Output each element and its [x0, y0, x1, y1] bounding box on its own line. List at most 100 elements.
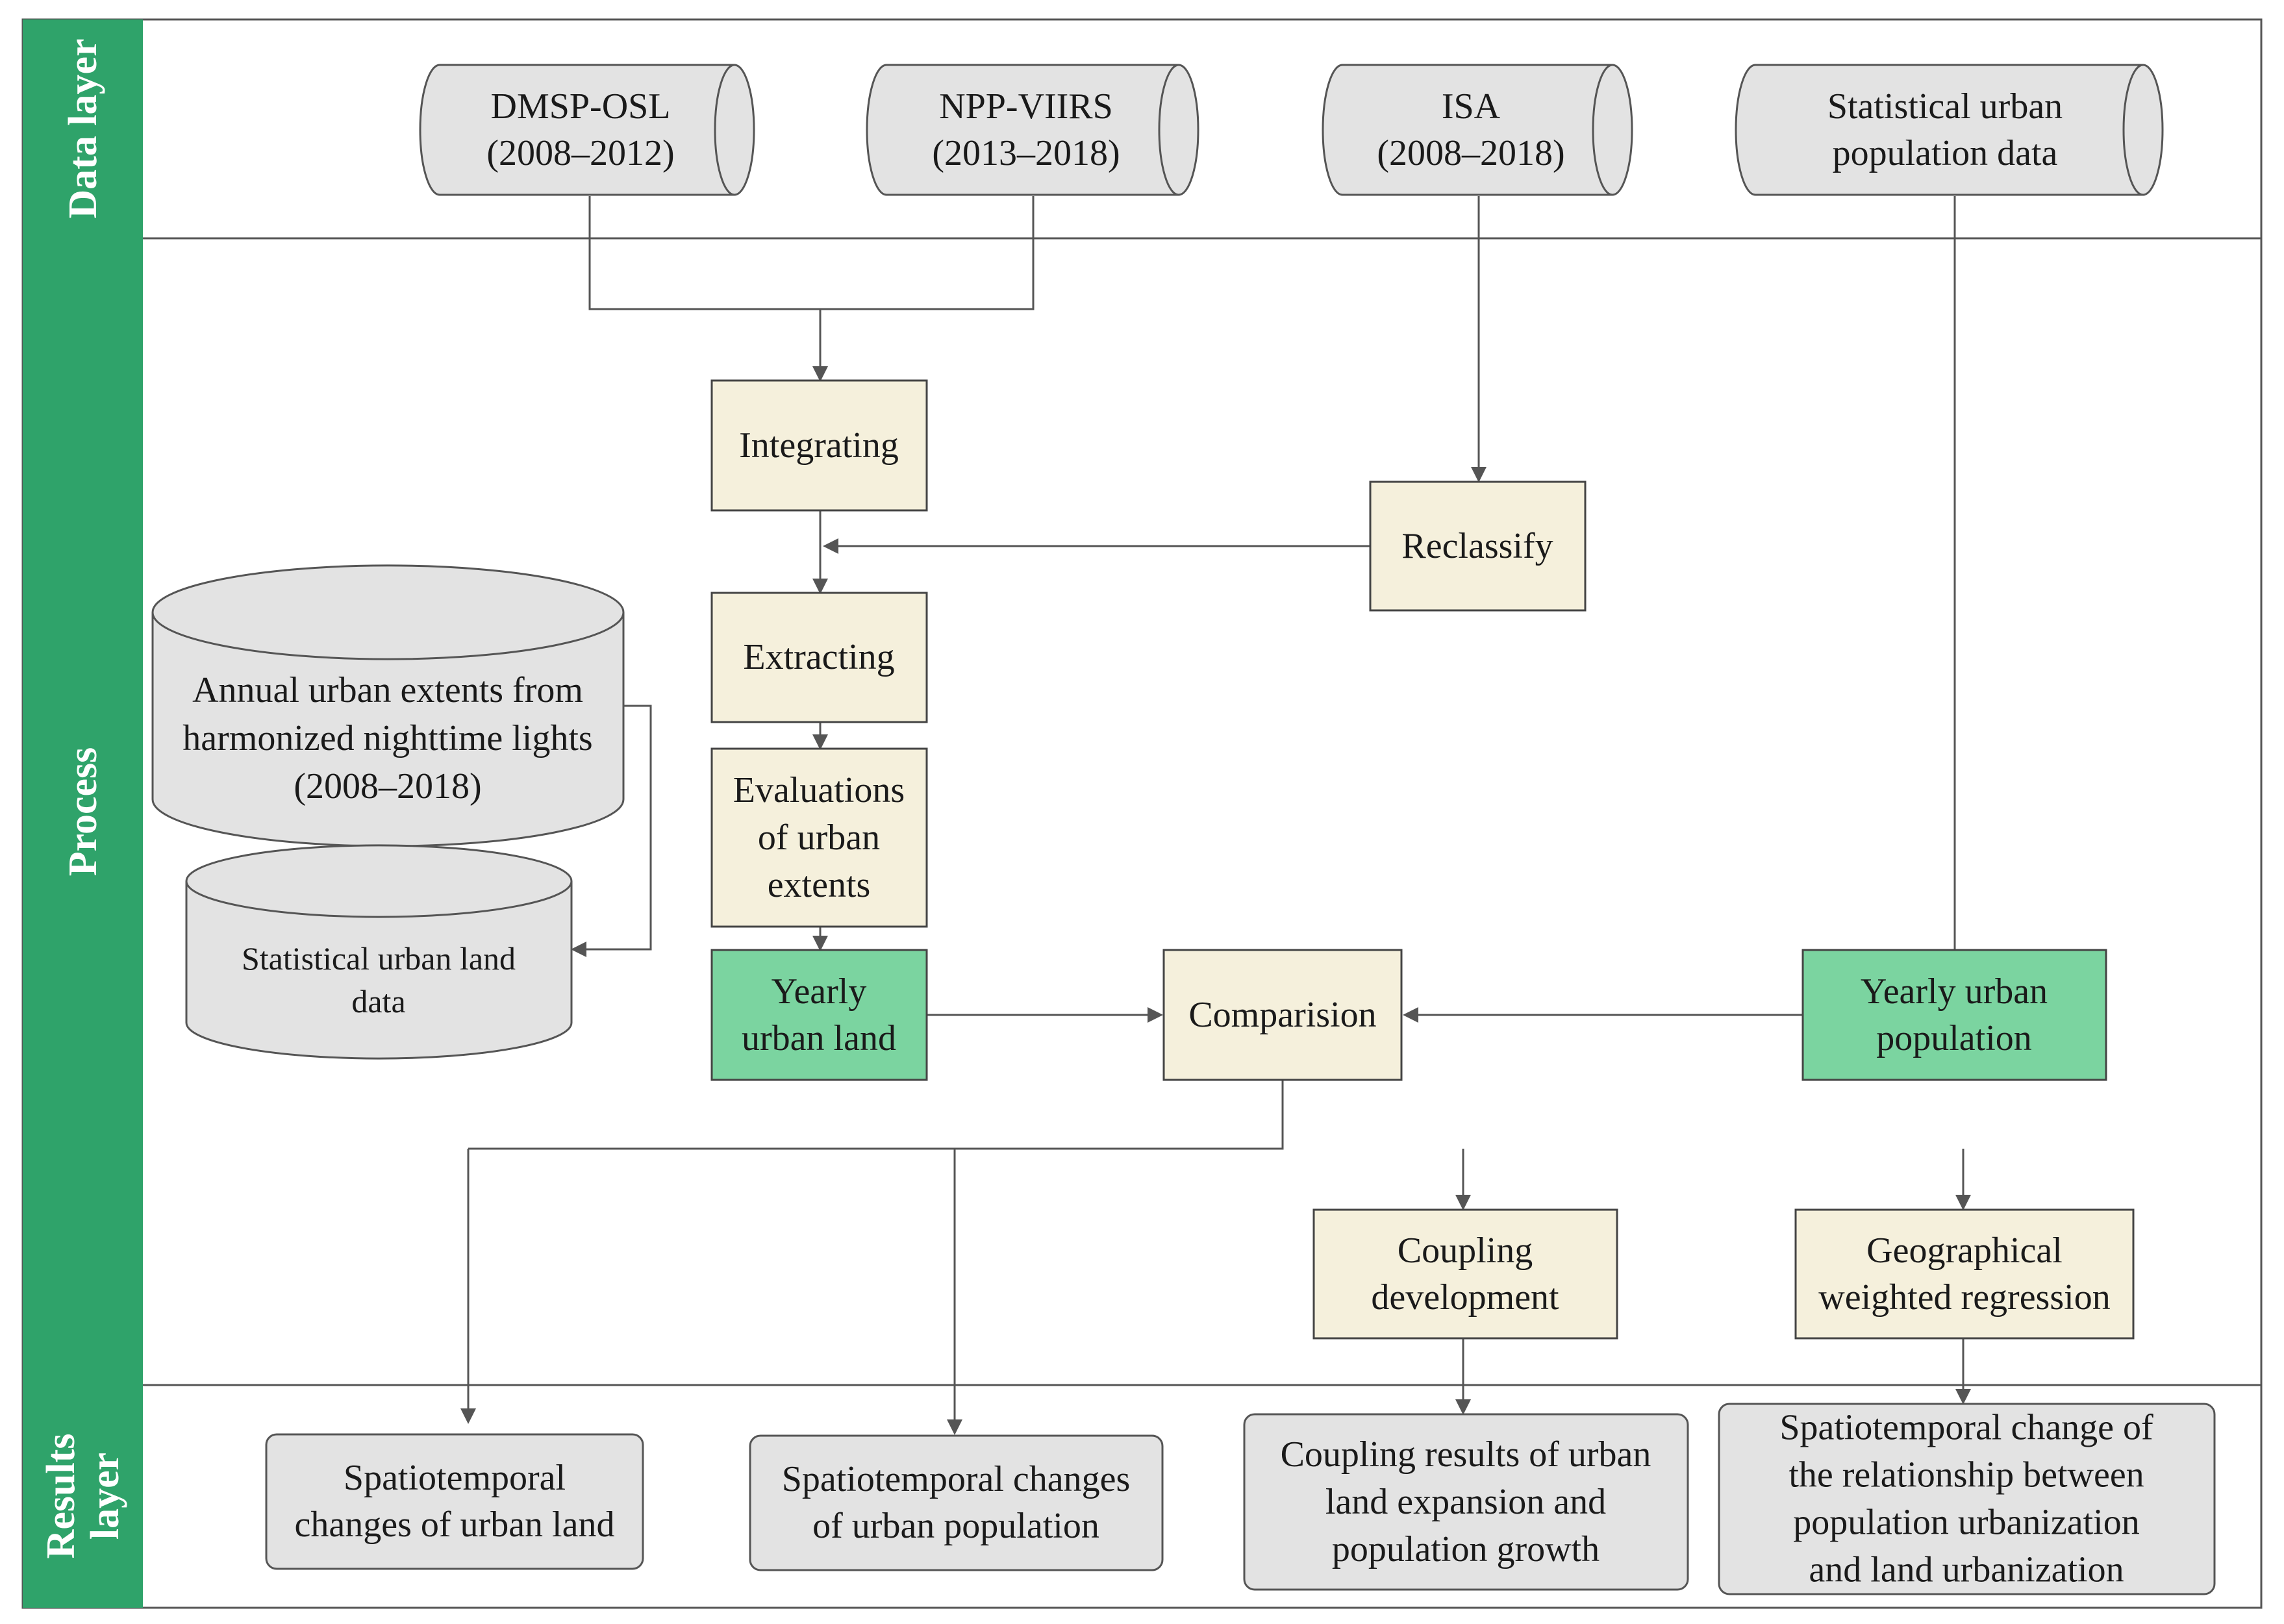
reclassify-step: Reclassify: [1369, 481, 1587, 612]
yearly-pop-label: Yearly urban population: [1861, 971, 2048, 1058]
reclassify-label-line-1: Reclassify: [1401, 526, 1553, 566]
pop-stats-label: Statistical urban population data: [1827, 86, 2063, 173]
evaluations-label-line-2: of urban: [758, 818, 880, 858]
coupling-result-label-line-1: Coupling results of urban: [1281, 1434, 1651, 1475]
extracting-box: [710, 592, 928, 723]
pop-stats-cylinder-body: [1735, 64, 2164, 196]
land-stats-cylinder-body: [185, 844, 573, 1060]
reclassify-box: [1369, 481, 1587, 612]
evaluations-box: [710, 747, 928, 928]
integrating-box: [710, 379, 928, 512]
relationship-change-result: Spatiotemporal change of the relationship…: [1718, 1403, 2216, 1595]
gwr-step: Geographical weighted regression: [1794, 1208, 2135, 1340]
land-change-box: [265, 1433, 644, 1570]
land-stats-label-line-1: Statistical urban land: [242, 940, 516, 977]
yearly-pop-label-line-2: population: [1876, 1018, 2032, 1058]
relationship-change-label-line-1: Spatiotemporal change of: [1779, 1408, 2153, 1448]
coupling-result-label-line-3: population growth: [1332, 1529, 1600, 1569]
process-layer-label: Process: [61, 747, 105, 877]
integrating-label: Integrating: [739, 425, 899, 466]
results-layer-label-line-2: layer: [83, 1453, 127, 1540]
connector-npp-merge: [820, 196, 1035, 310]
pop-stats-cylinder-end: [2122, 64, 2144, 196]
npp-cylinder-body: [866, 64, 1199, 196]
connector-dmsp-integrating: [588, 196, 828, 382]
relationship-change-label: Spatiotemporal change of the relationship…: [1779, 1408, 2153, 1590]
integrating-label-line-1: Integrating: [739, 425, 899, 466]
isa-cylinder-body: [1322, 64, 1633, 196]
dmsp-osl-source: DMSP-OSL (2008–2012): [419, 64, 755, 196]
coupling-label-line-2: development: [1371, 1277, 1559, 1318]
isa-cylinder-end: [1592, 64, 1613, 196]
dmsp-cylinder-end: [714, 64, 735, 196]
npp-label: NPP-VIIRS (2013–2018): [932, 86, 1120, 173]
coupling-result-label-line-2: land expansion and: [1325, 1482, 1606, 1522]
population-statistics-source: Statistical urban population data: [1735, 64, 2164, 196]
pop-change-label-line-1: Spatiotemporal changes: [782, 1459, 1131, 1499]
land-stats-cylinder-rim: [185, 881, 573, 918]
gwr-box: [1794, 1208, 2135, 1340]
results-layer-label-line-1: Results: [39, 1434, 83, 1559]
extracting-label-line-1: Extracting: [743, 637, 894, 677]
yearly-pop-label-line-1: Yearly urban: [1861, 971, 2048, 1012]
comparision-label-line-1: Comparision: [1188, 995, 1376, 1035]
coupling-result: Coupling results of urban land expansion …: [1243, 1413, 1689, 1591]
dmsp-label: DMSP-OSL (2008–2012): [486, 86, 674, 173]
isa-label-line-2: (2008–2018): [1377, 133, 1564, 173]
coupling-label-line-1: Coupling: [1398, 1230, 1533, 1271]
npp-viirs-source: NPP-VIIRS (2013–2018): [866, 64, 1199, 196]
connector-datasets-evaluations: [571, 705, 652, 957]
pop-change-box: [749, 1434, 1164, 1571]
data-layer-label-line-1: Data layer: [61, 38, 105, 218]
npp-cylinder-end: [1158, 64, 1179, 196]
gwr-label-line-2: weighted regression: [1818, 1277, 2110, 1318]
coupling-result-label: Coupling results of urban land expansion …: [1281, 1434, 1651, 1569]
land-change-label-line-1: Spatiotemporal: [344, 1458, 566, 1498]
comparision-box: [1162, 949, 1403, 1081]
evaluations-label-line-1: Evaluations: [733, 770, 905, 810]
comparision-step: Comparision: [1162, 949, 1403, 1081]
data-layer-band: [23, 19, 143, 238]
population-change-result: Spatiotemporal changes of urban populatio…: [749, 1434, 1164, 1571]
annual-extents-cylinder-body: [151, 564, 625, 847]
dmsp-cylinder-body: [419, 64, 755, 196]
dmsp-label-line-2: (2008–2012): [486, 133, 674, 173]
integrating-step: Integrating: [710, 379, 928, 512]
extracting-label: Extracting: [743, 637, 894, 677]
annual-extents-cylinder-rim: [151, 612, 625, 660]
gwr-label: Geographical weighted regression: [1818, 1230, 2110, 1318]
isa-label: ISA(2008–2018): [1377, 86, 1564, 173]
annual-extents-label-line-1: Annual urban extents from: [192, 670, 583, 710]
pop-change-label-line-2: of urban population: [812, 1506, 1099, 1546]
evaluations-label: Evaluations of urban extents: [733, 770, 905, 905]
evaluations-label-line-3: extents: [768, 865, 871, 905]
dmsp-label-line-1: DMSP-OSL: [491, 86, 671, 127]
land-change-label-line-2: changes of urban land: [295, 1505, 615, 1545]
pop-stats-label-line-2: population data: [1833, 133, 2058, 173]
coupling-result-box: [1243, 1413, 1689, 1591]
relationship-change-label-line-3: population urbanization: [1793, 1503, 2139, 1543]
annual-extents-label-line-3: (2008–2018): [294, 766, 481, 806]
coupling-development-step: Coupling development: [1312, 1208, 1618, 1340]
relationship-change-box: [1718, 1403, 2216, 1595]
evaluations-step: Evaluations of urban extents: [710, 747, 928, 928]
npp-label-line-2: (2013–2018): [932, 133, 1120, 173]
isa-source: ISA(2008–2018): [1322, 64, 1633, 196]
extracting-step: Extracting: [710, 592, 928, 723]
relationship-change-label-line-4: and land urbanization: [1809, 1550, 2124, 1590]
land-change-result: Spatiotemporal changes of urban land: [265, 1433, 644, 1570]
npp-label-line-1: NPP-VIIRS: [939, 86, 1113, 127]
results-layer-band: [23, 1385, 143, 1608]
process-layer-band: [23, 238, 143, 1385]
gwr-label-line-1: Geographical: [1866, 1230, 2063, 1271]
coupling-box: [1312, 1208, 1618, 1340]
pop-stats-label-line-1: Statistical urban: [1827, 86, 2063, 127]
relationship-change-label-line-2: the relationship between: [1788, 1455, 2144, 1495]
